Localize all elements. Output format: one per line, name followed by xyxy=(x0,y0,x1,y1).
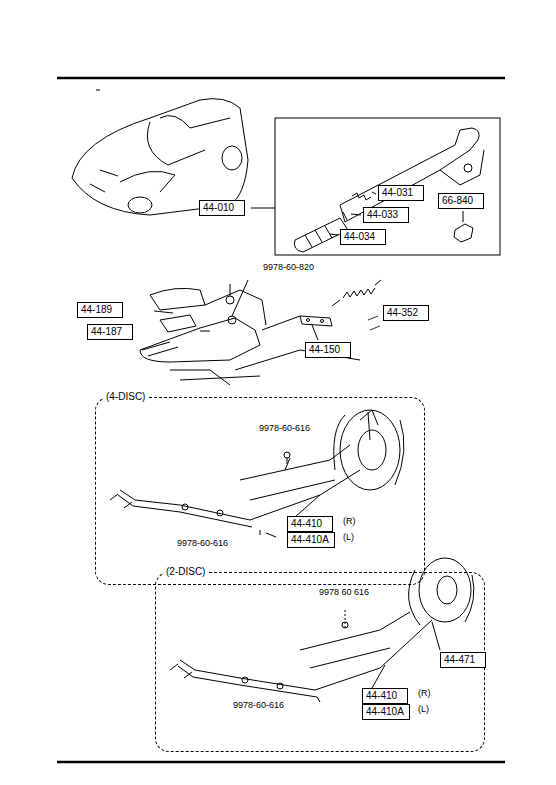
side-mark: (R) xyxy=(417,688,432,699)
part-number: 44-010 xyxy=(203,202,234,213)
side-mark: (L) xyxy=(342,532,355,543)
variant-region: (2-DISC)44-47144-41044-410A xyxy=(155,572,485,752)
part-number-box: 44-150 xyxy=(305,342,351,358)
side-mark: (L) xyxy=(417,704,430,715)
part-number: 44-410 xyxy=(366,690,397,701)
part-number: 44-031 xyxy=(382,187,413,198)
part-number: 44-034 xyxy=(344,231,375,242)
region-heading: (4-DISC) xyxy=(104,391,147,403)
side-mark: (R) xyxy=(342,516,357,527)
region-heading: (2-DISC) xyxy=(164,566,207,578)
part-number-box: 44-187 xyxy=(87,324,133,340)
part-number-box: 44-410 xyxy=(287,516,333,532)
part-number: 44-410A xyxy=(366,706,404,717)
part-number: 44-471 xyxy=(444,654,475,665)
part-number-box: 44-034 xyxy=(340,229,386,245)
bolt-number: 9978-60-616 xyxy=(232,700,285,711)
part-number-box: 44-471 xyxy=(440,652,486,668)
part-number: 44-033 xyxy=(367,209,398,220)
bolt-number: 9978-60-820 xyxy=(262,262,315,273)
part-number-box: 44-410 xyxy=(362,688,408,704)
part-number: 44-410 xyxy=(291,518,322,529)
part-number: 44-189 xyxy=(81,304,112,315)
part-number: 44-187 xyxy=(91,326,122,337)
part-number-box: 44-352 xyxy=(383,305,429,321)
part-number: 66-840 xyxy=(442,195,473,206)
part-number-box: 44-031 xyxy=(378,185,424,201)
part-number: 44-352 xyxy=(387,307,418,318)
bolt-number: 9978-60-616 xyxy=(176,538,229,549)
part-number-box: 44-410A xyxy=(362,704,410,720)
bolt-number: 9978-60-616 xyxy=(258,423,311,434)
part-number: 44-410A xyxy=(291,534,329,545)
bolt-number: 9978 60 616 xyxy=(318,587,370,598)
part-number-box: 44-189 xyxy=(77,302,123,318)
part-number: 44-150 xyxy=(309,344,340,355)
part-number-box: 44-410A xyxy=(287,532,335,548)
part-number-box: 66-840 xyxy=(438,193,484,209)
part-number-box: 44-033 xyxy=(363,207,409,223)
part-number-box: 44-010 xyxy=(199,200,245,216)
